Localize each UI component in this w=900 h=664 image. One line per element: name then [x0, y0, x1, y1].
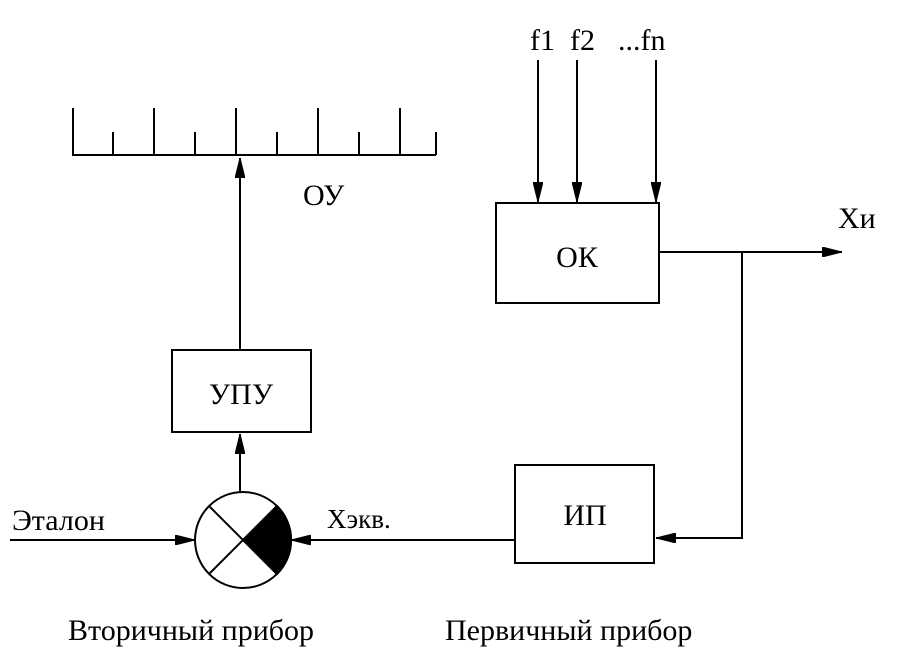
primary-device-caption: Первичный прибор — [445, 614, 692, 647]
reference-label: Эталон — [12, 504, 105, 537]
influence-f2-label: f2 — [570, 24, 595, 57]
amplifier-label: УПУ — [209, 378, 274, 411]
primary-converter-label: ИП — [563, 499, 606, 532]
amplifier-box — [171, 349, 312, 433]
influence-fn-label: ...fn — [618, 24, 666, 57]
comparator-cross-line — [208, 505, 278, 575]
output-label: Хи — [838, 202, 876, 235]
influence-f1-label: f1 — [530, 24, 555, 57]
equivalent-label: Хэкв. — [327, 504, 391, 534]
scale-label: ОУ — [303, 179, 345, 212]
scale — [72, 108, 437, 156]
secondary-device-caption: Вторичный прибор — [68, 614, 314, 647]
object-label: ОК — [556, 241, 599, 274]
branch-to-primary-line — [656, 252, 743, 538]
primary-converter-box — [514, 464, 655, 564]
comparator — [194, 491, 293, 589]
